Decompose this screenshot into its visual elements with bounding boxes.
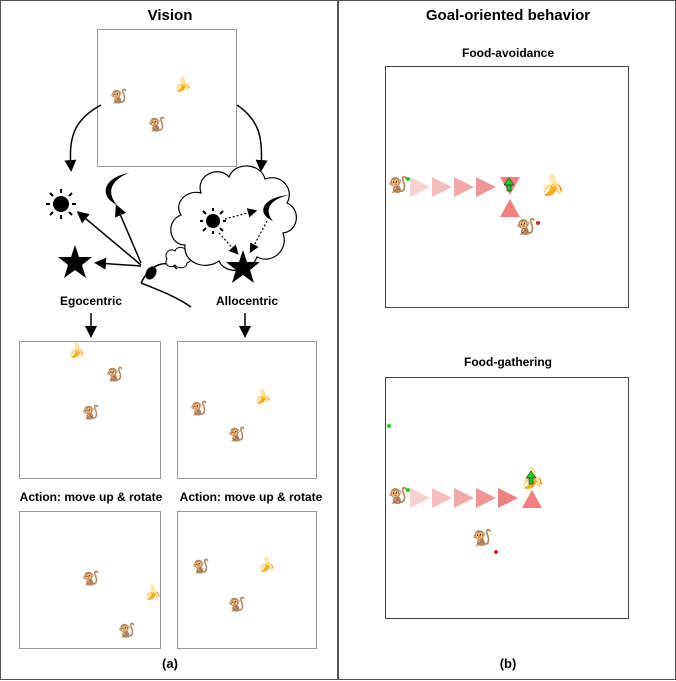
scene-top: 🐒 🐒 🍌 bbox=[97, 29, 237, 167]
monkey-icon: 🐒 bbox=[228, 597, 246, 613]
monkey-icon: 🐒 bbox=[516, 217, 536, 236]
avoidance-path bbox=[406, 177, 540, 225]
behavior-title: Goal-oriented behavior bbox=[425, 7, 591, 24]
monkey-icon: 🐒 bbox=[118, 623, 136, 639]
vision-diagram bbox=[46, 104, 297, 338]
monkey-icon: 🐒 bbox=[388, 486, 408, 505]
gathering-path bbox=[387, 424, 542, 554]
banana-icon: 🍌 bbox=[540, 173, 565, 197]
egocentric-label: Egocentric bbox=[59, 294, 122, 308]
caption-a: (a) bbox=[162, 656, 178, 671]
sun-icon bbox=[46, 189, 76, 219]
banana-icon: 🍌 bbox=[254, 389, 272, 405]
behavior-panel: Goal-oriented behavior Food-avoidance 🐒 … bbox=[338, 0, 676, 680]
monkey-icon: 🐒 bbox=[388, 175, 408, 194]
banana-icon: 🍌 bbox=[144, 585, 162, 601]
star-icon bbox=[226, 250, 260, 283]
moon-icon bbox=[105, 173, 129, 205]
banana-icon: 🍌 bbox=[174, 77, 192, 93]
allocentric-label: Allocentric bbox=[215, 294, 278, 308]
monkey-icon: 🐒 bbox=[82, 571, 100, 587]
monkey-icon: 🐒 bbox=[82, 405, 100, 421]
moon-icon bbox=[263, 195, 289, 221]
monkey-icon: 🐒 bbox=[472, 528, 492, 547]
monkey-icon: 🐒 bbox=[192, 559, 210, 575]
scene-egocentric-after: 🐒 🍌 🐒 bbox=[19, 511, 161, 649]
action-label-right: Action: move up & rotate bbox=[179, 490, 323, 504]
monkey-icon: 🐒 bbox=[148, 117, 166, 133]
monkey-icon: 🐒 bbox=[110, 89, 128, 105]
scene-allocentric-after: 🐒 🍌 🐒 bbox=[177, 511, 317, 649]
arrow-to-allocentric bbox=[236, 104, 268, 172]
monkey-icon: 🐒 bbox=[190, 401, 208, 417]
memory-cloud bbox=[170, 165, 297, 271]
action-label-left: Action: move up & rotate bbox=[19, 490, 163, 504]
star-icon bbox=[58, 245, 92, 278]
banana-icon: 🍌 bbox=[68, 343, 86, 359]
caption-b: (b) bbox=[499, 656, 517, 671]
scene-food-gathering: 🐒 🍌 🐒 bbox=[385, 377, 629, 619]
scene-egocentric: 🍌 🐒 🐒 bbox=[19, 341, 161, 479]
scene-allocentric: 🐒 🍌 🐒 bbox=[177, 341, 317, 479]
eye-icon bbox=[140, 263, 192, 308]
monkey-icon: 🐒 bbox=[106, 367, 124, 383]
sun-icon bbox=[200, 208, 226, 234]
vision-panel: Vision 🐒 🐒 🍌 bbox=[0, 0, 338, 680]
banana-icon: 🍌 bbox=[258, 557, 276, 573]
scenario-bottom-label: Food-gathering bbox=[464, 355, 552, 369]
scene-food-avoidance: 🐒 🍌 🐒 bbox=[385, 66, 629, 308]
arrow-to-egocentric bbox=[64, 104, 102, 172]
vision-title: Vision bbox=[147, 7, 193, 24]
scenario-top-label: Food-avoidance bbox=[461, 46, 554, 60]
monkey-icon: 🐒 bbox=[228, 427, 246, 443]
